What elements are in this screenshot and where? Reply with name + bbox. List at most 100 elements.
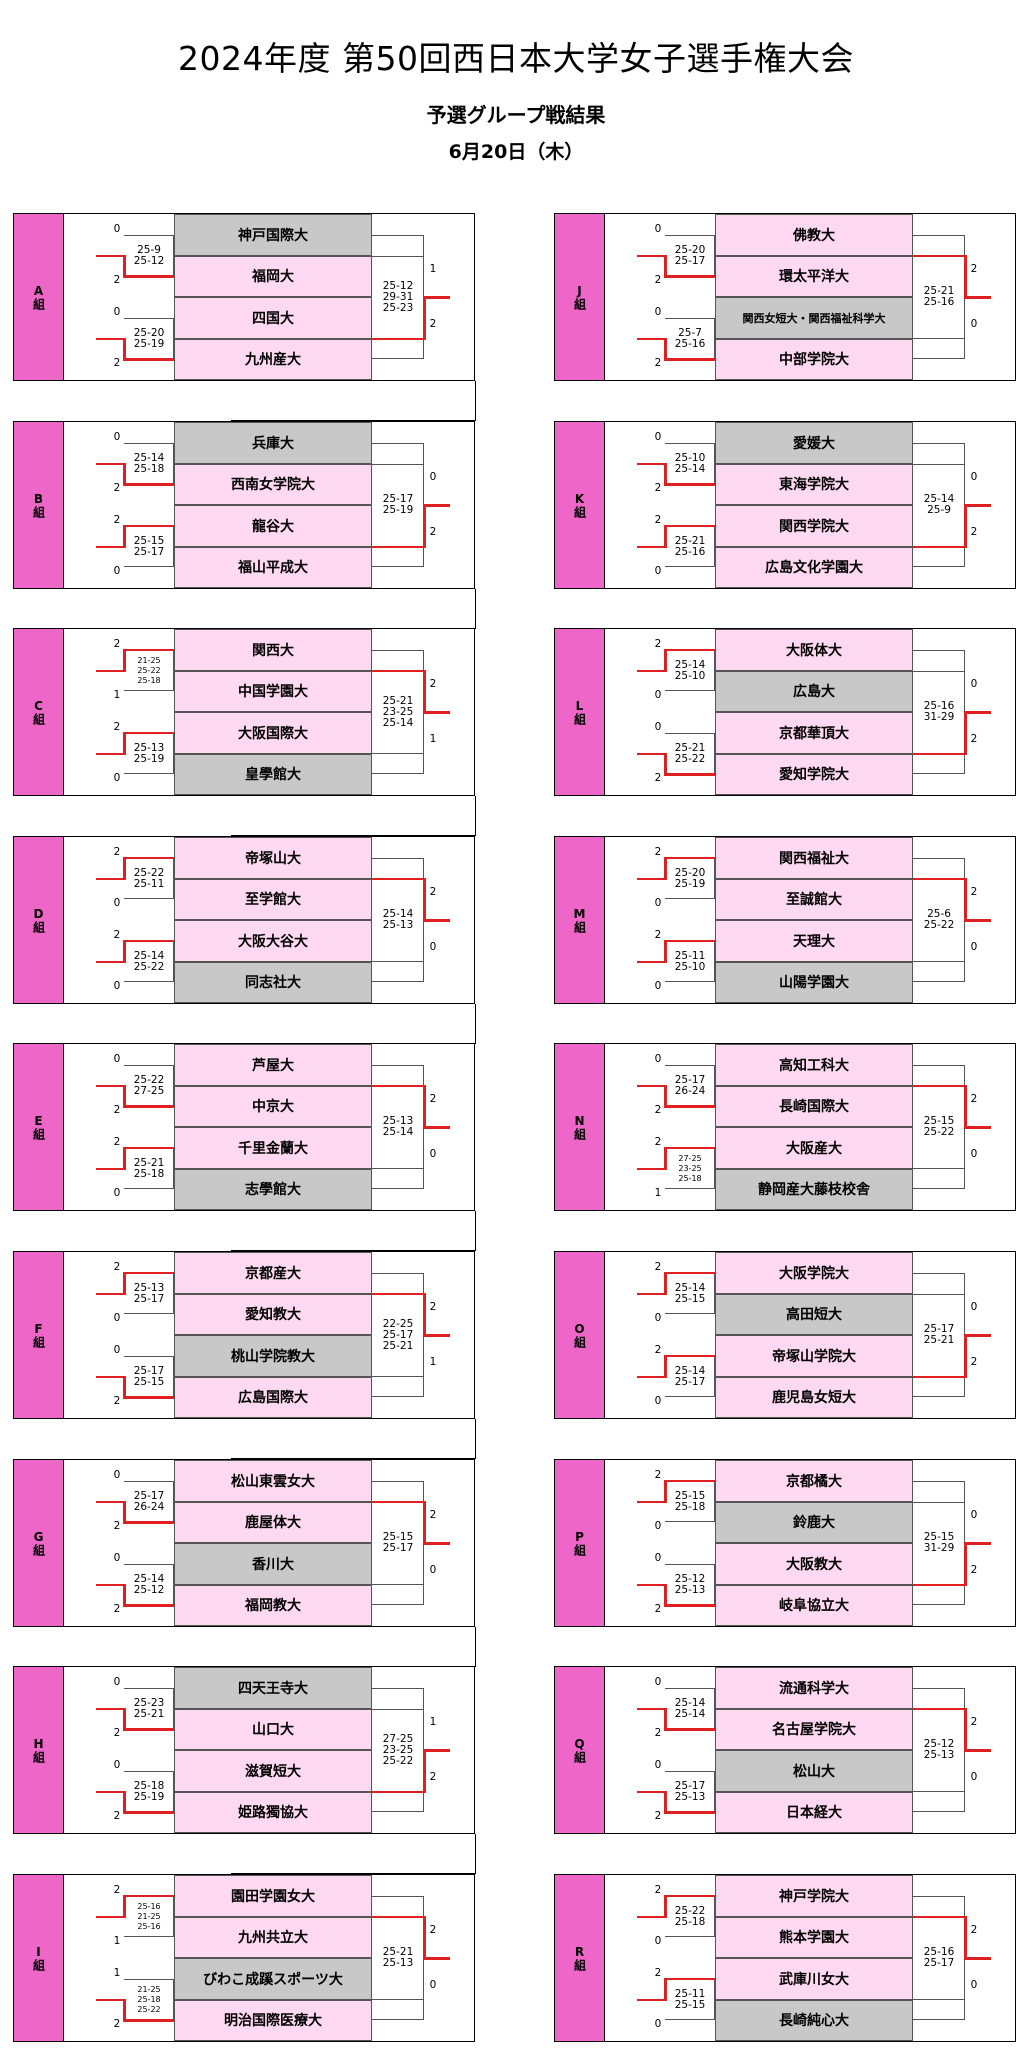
team-name: 神戸国際大: [174, 214, 372, 256]
set-count: 2: [654, 1135, 662, 1148]
set-count: 2: [654, 1966, 662, 1979]
group-label: J組: [555, 214, 605, 380]
winner-line: [123, 1894, 126, 1918]
set-count: 0: [654, 1052, 662, 1065]
set-score: 21-25: [137, 1984, 161, 1994]
winner-line: [372, 545, 424, 548]
final-connector: [372, 1272, 424, 1294]
set-score: 25-17: [133, 1292, 165, 1305]
set-score: 25-16: [923, 1946, 955, 1958]
set-count: 0: [654, 1675, 662, 1688]
row-separator: [231, 381, 476, 421]
set-score: 25-22: [133, 960, 165, 973]
winner-line: [124, 1894, 174, 1898]
set-score: 25-17: [674, 1375, 706, 1388]
set-count: 2: [429, 677, 437, 690]
winner-line: [637, 1084, 666, 1087]
winner-line: [637, 1790, 666, 1793]
set-score: 25-21: [674, 741, 706, 754]
winner-line: [913, 752, 965, 755]
winner-line: [964, 1334, 967, 1378]
winner-line: [913, 1707, 965, 1710]
set-count: 1: [654, 1187, 662, 1200]
winner-line: [965, 1542, 991, 1545]
set-count: 2: [654, 928, 662, 941]
set-score: 25-14: [382, 908, 414, 920]
set-count: 0: [654, 980, 662, 993]
set-score: 25-21: [674, 534, 706, 547]
winner-line: [96, 1790, 125, 1793]
winner-line: [664, 1583, 667, 1607]
winner-line: [124, 856, 174, 860]
winner-line: [637, 1167, 666, 1170]
winner-line: [637, 752, 666, 755]
group-label-text: J組: [572, 284, 587, 310]
set-score: 25-21: [382, 1946, 414, 1958]
set-score: 25-22: [137, 665, 161, 675]
winner-line: [96, 545, 125, 548]
winner-line: [913, 1084, 965, 1087]
winner-line: [664, 254, 667, 278]
set-count: 2: [654, 1883, 662, 1896]
group-label: M組: [555, 837, 605, 1003]
winner-line: [965, 504, 991, 507]
winner-line: [372, 669, 424, 672]
winner-line: [124, 1728, 174, 1731]
set-count: 0: [113, 1551, 121, 1564]
group-label: P組: [555, 1460, 605, 1626]
winner-line: [124, 1146, 174, 1150]
set-count: 2: [429, 525, 437, 538]
team-name: 山陽学園大: [715, 961, 913, 1003]
final-connector: [372, 338, 424, 360]
team-name: 大阪教大: [715, 1543, 913, 1585]
page-date: 6月20日（木）: [448, 141, 584, 163]
set-score: 23-25: [382, 705, 414, 718]
winner-line: [637, 1915, 666, 1918]
set-score: 23-25: [382, 1743, 414, 1756]
final-connector: [913, 1687, 965, 1709]
set-score: 25-16: [923, 296, 955, 308]
set-score: 25-19: [382, 504, 414, 516]
group-label-text: N組: [572, 1114, 587, 1140]
winner-line: [123, 1500, 126, 1524]
final-connector: [913, 546, 965, 568]
winner-line: [96, 1998, 125, 2001]
winner-line: [913, 1915, 965, 1918]
winner-line: [664, 1354, 667, 1378]
set-count: 0: [654, 305, 662, 318]
set-score: 25-17: [923, 1323, 955, 1335]
set-count: 2: [113, 1395, 121, 1408]
set-score: 25-9: [927, 504, 951, 516]
winner-line: [124, 648, 174, 652]
team-name: 鹿屋体大: [174, 1501, 372, 1543]
group-label: O組: [555, 1252, 605, 1418]
set-count: 0: [654, 1551, 662, 1564]
team-name: 中京大: [174, 1085, 372, 1127]
winner-line: [637, 1292, 666, 1295]
winner-line: [637, 462, 666, 465]
team-name: 兵庫大: [174, 422, 372, 464]
team-name: 大阪大谷大: [174, 920, 372, 962]
winner-line: [964, 1084, 967, 1129]
winner-line: [964, 877, 967, 922]
final-connector: [372, 1687, 424, 1709]
winner-line: [637, 254, 666, 257]
set-count: 2: [970, 885, 978, 898]
team-name: 佛教大: [715, 214, 913, 256]
set-count: 2: [654, 274, 662, 287]
set-score: 25-22: [674, 752, 706, 765]
winner-line: [964, 1915, 967, 1960]
set-score: 25-15: [674, 1292, 706, 1305]
set-count: 0: [654, 222, 662, 235]
set-score: 25-13: [382, 1957, 414, 1969]
set-count: 2: [113, 1520, 121, 1533]
winner-line: [124, 1811, 174, 1814]
team-name: 中国学園大: [174, 670, 372, 712]
set-score: 25-23: [382, 301, 414, 314]
winner-line: [372, 337, 424, 340]
set-score: 25-13: [382, 1115, 414, 1127]
winner-line: [665, 1894, 715, 1898]
